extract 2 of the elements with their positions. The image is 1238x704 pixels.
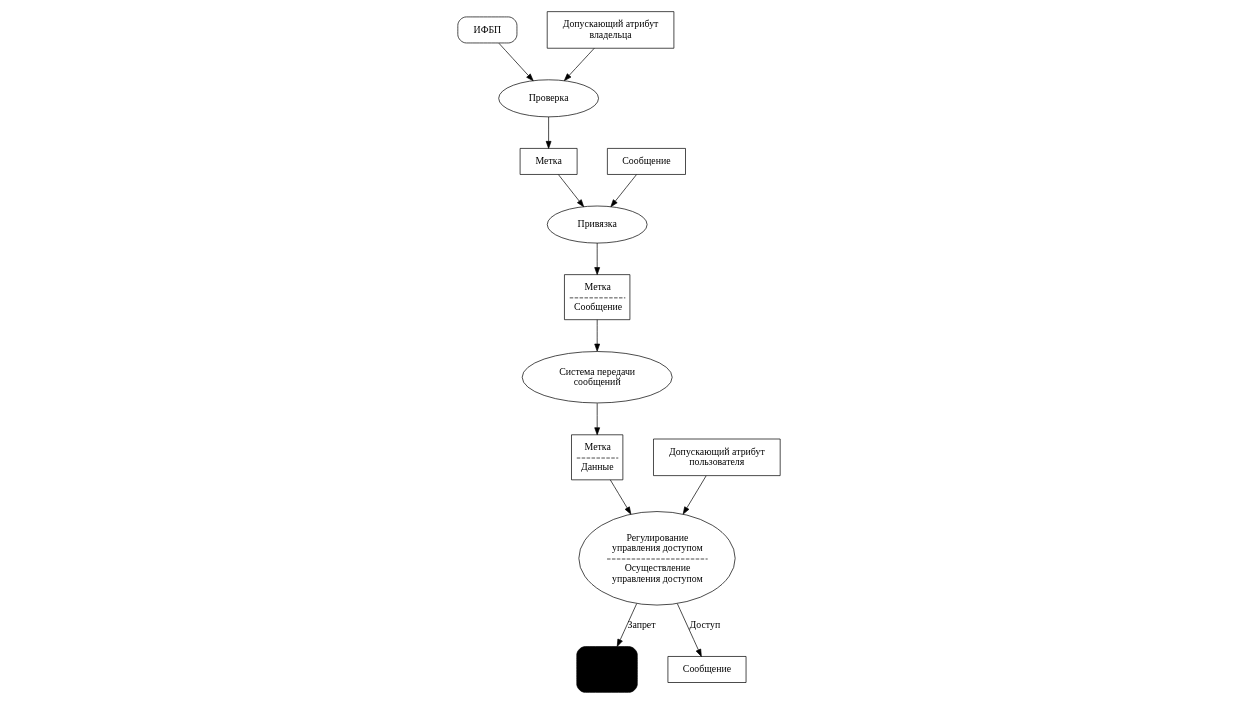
edge-label: Доступ	[689, 619, 721, 631]
edge-label: Запрет	[627, 619, 656, 631]
